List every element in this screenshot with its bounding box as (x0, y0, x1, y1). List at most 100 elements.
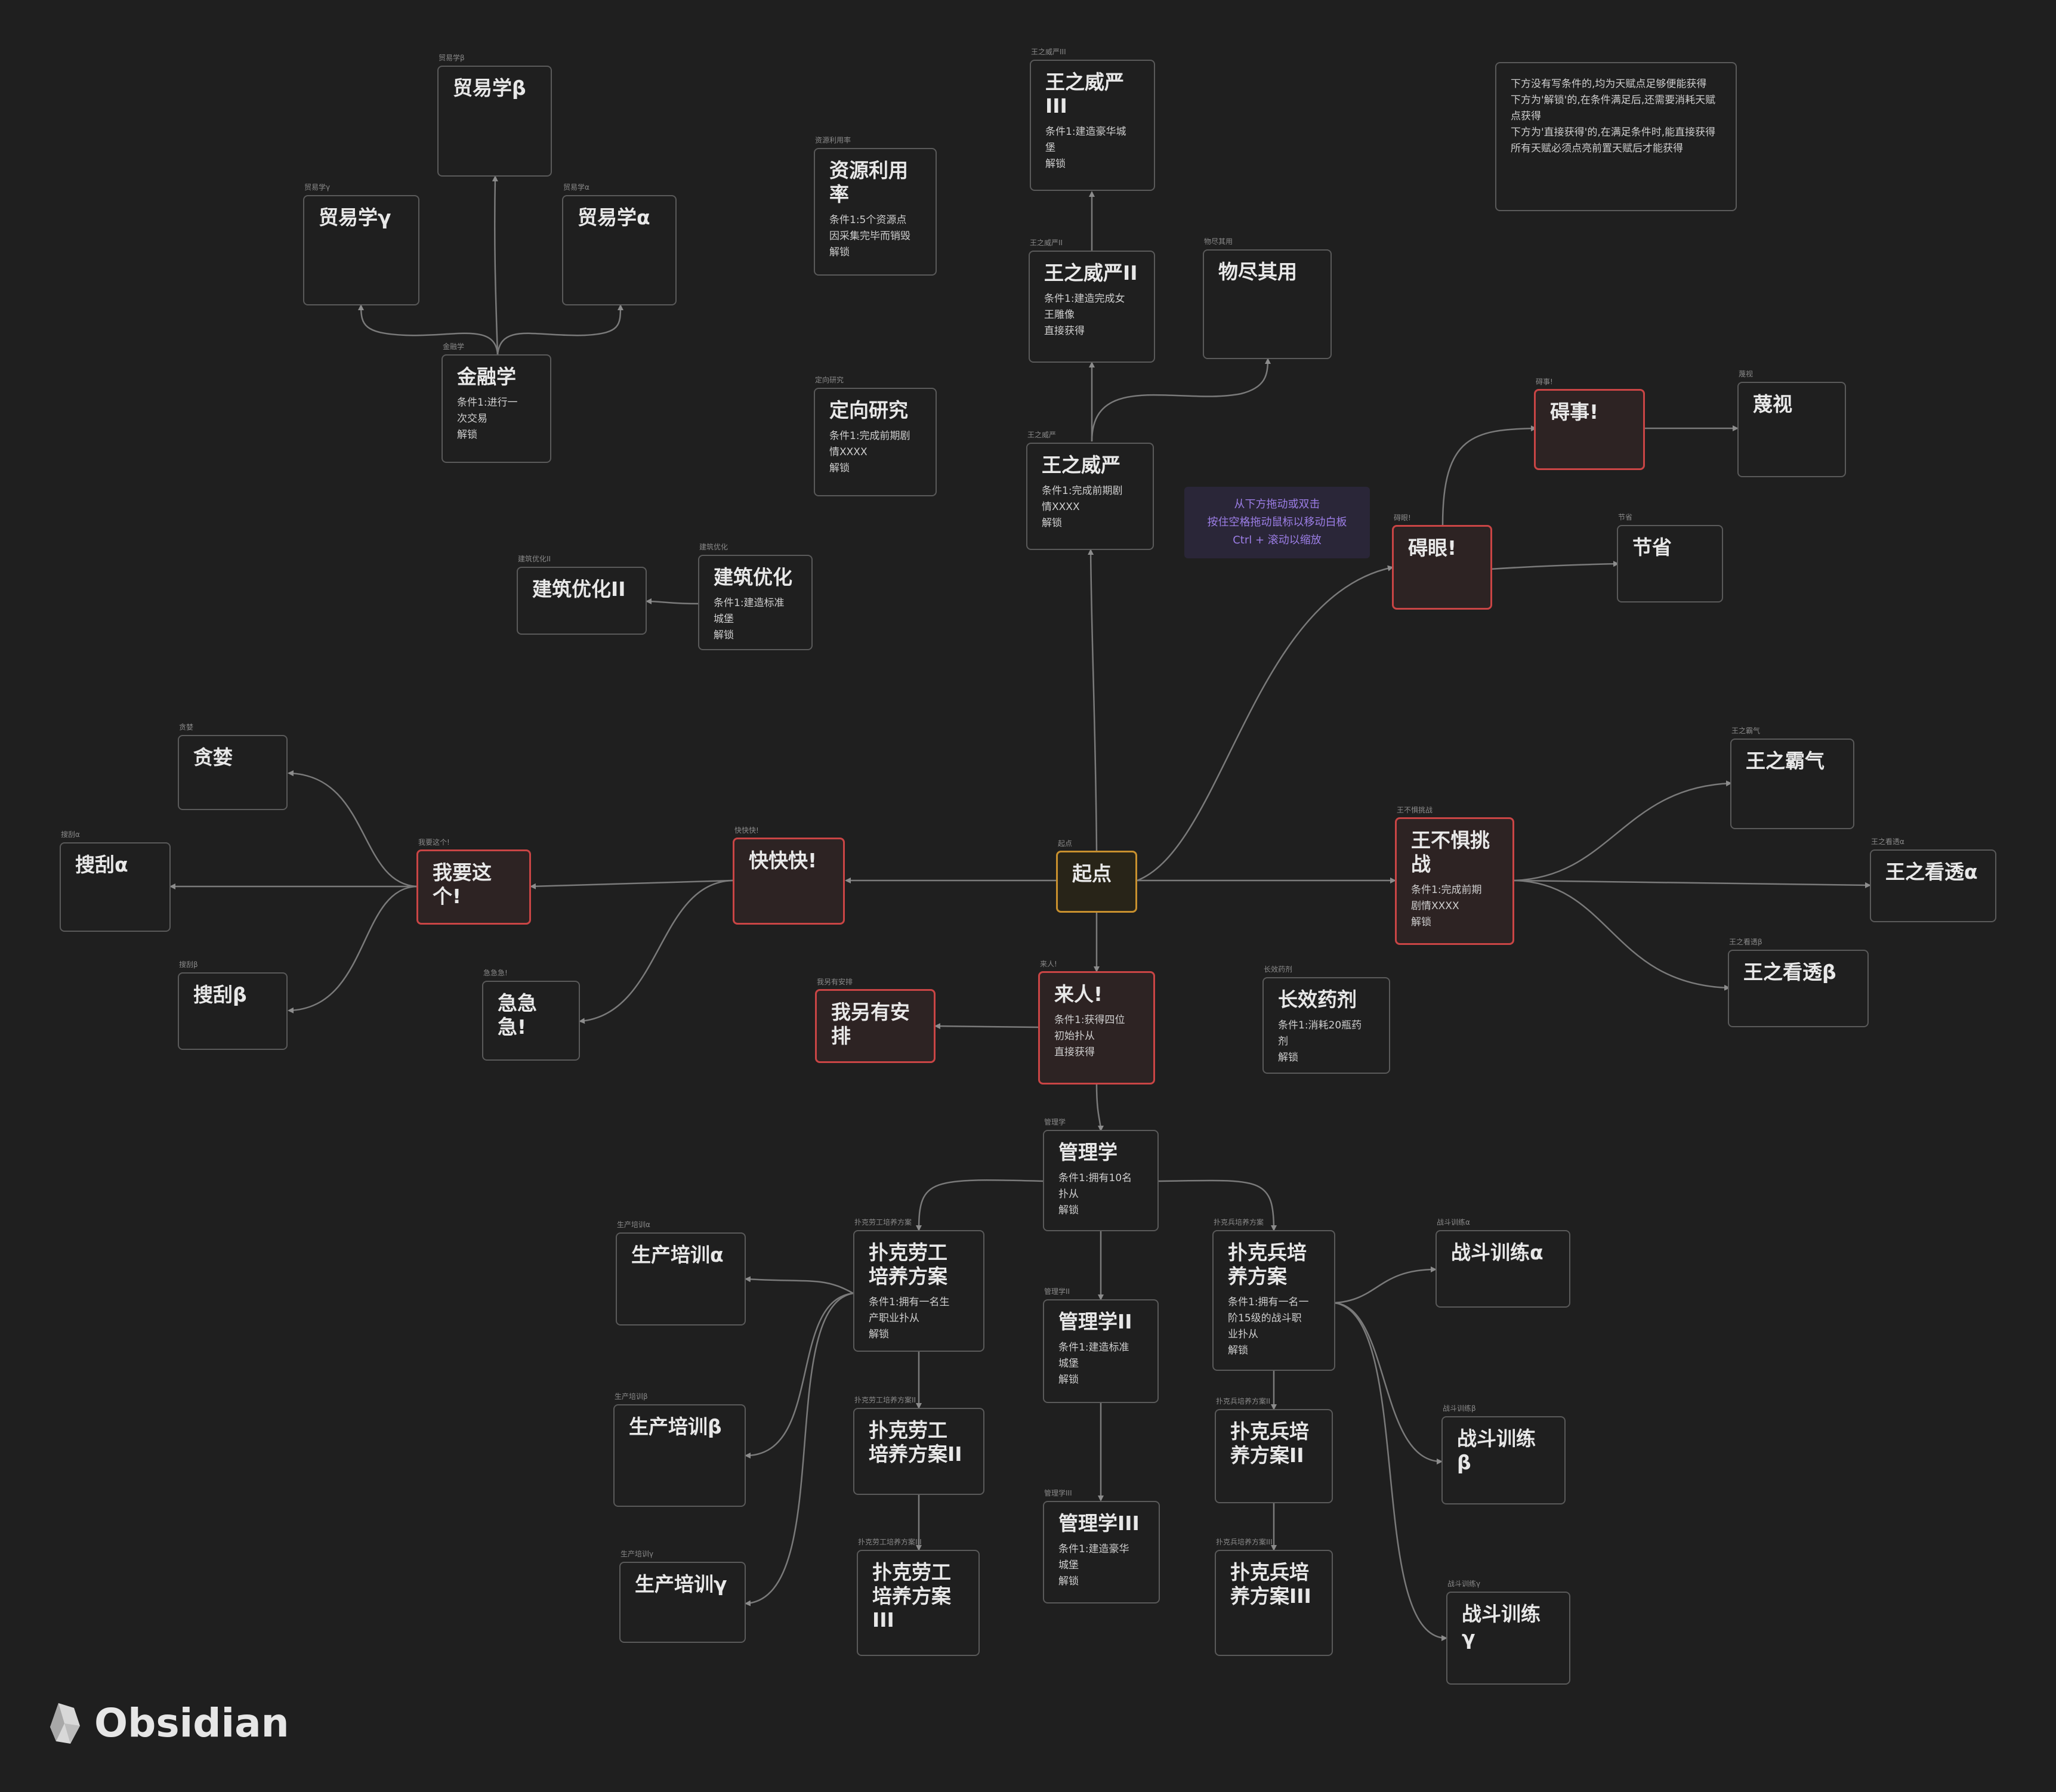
node-jiji[interactable]: 急急急! 急急 急! (482, 969, 580, 1061)
canvas-hint: 从下方拖动或双击 按住空格拖动鼠标以移动白板 Ctrl + 滚动以缩放 (1184, 487, 1370, 558)
edge (934, 1023, 1039, 1030)
node-title: 生产培训β (629, 1415, 722, 1438)
edge (1091, 358, 1271, 442)
node-title: 管理学II (1058, 1310, 1132, 1333)
edge (1441, 425, 1537, 526)
node-woyao[interactable]: 我要这个! 我要这 个! (416, 838, 531, 925)
edge (288, 770, 417, 888)
node-title: 我要这 个! (433, 861, 492, 908)
edge (1514, 780, 1732, 882)
edge (496, 304, 623, 355)
node-body: 条件1:拥有一名生 产职业扑从 解锁 (869, 1296, 950, 1340)
node-label: 王之看透α (1871, 838, 1904, 846)
node-build1[interactable]: 建筑优化 建筑优化 条件1:建造标准 城堡 解锁 (698, 543, 813, 650)
node-labor2[interactable]: 扑克劳工培养方案II 扑克劳工 培养方案II (853, 1396, 984, 1495)
node-king1[interactable]: 王之威严 王之威严 条件1:完成前期剧 情XXXX 解锁 (1026, 431, 1154, 550)
node-title: 战斗训练 β (1457, 1427, 1536, 1474)
node-fighta[interactable]: 战斗训练α 战斗训练α (1436, 1218, 1570, 1308)
edge (358, 304, 499, 355)
node-kanb[interactable]: 王之看透β 王之看透β (1728, 938, 1869, 1027)
node-jiesheng[interactable]: 节省 节省 (1617, 513, 1723, 603)
node-mgmt1[interactable]: 管理学 管理学 条件1:拥有10名 扑从 解锁 (1043, 1118, 1159, 1231)
node-title: 扑克劳工 培养方案 (869, 1241, 947, 1288)
brand-name: Obsidian (94, 1700, 289, 1746)
node-fightb[interactable]: 战斗训练β 战斗训练 β (1441, 1404, 1566, 1504)
node-prodb[interactable]: 生产培训β 生产培训β (613, 1392, 746, 1507)
instructions-note: 下方没有写条件的,均为天赋点足够便能获得 下方为'解锁'的,在条件满足后,还需要… (1495, 62, 1737, 211)
node-title: 扑克兵培 养方案 (1228, 1241, 1307, 1288)
node-king2[interactable]: 王之威严II 王之威严II 条件1:建造完成女 王雕像 直接获得 (1029, 239, 1155, 363)
node-mgmt3[interactable]: 管理学III 管理学III 条件1:建造豪华 城堡 解锁 (1043, 1489, 1160, 1603)
node-trade-beta[interactable]: 贸易学β 贸易学β (437, 54, 552, 177)
node-trade-alpha[interactable]: 贸易学α 贸易学α (562, 183, 677, 305)
node-lairen[interactable]: 来人! 来人! 条件1:获得四位 初始扑从 直接获得 (1038, 960, 1155, 1085)
node-label: 管理学 (1044, 1118, 1066, 1126)
node-kuai[interactable]: 快快快! 快快快! (733, 826, 845, 925)
node-label: 管理学II (1044, 1287, 1070, 1296)
node-mgmt2[interactable]: 管理学II 管理学II 条件1:建造标准 城堡 解锁 (1043, 1287, 1159, 1403)
node-wangbuju[interactable]: 王不惧挑战 王不惧挑 战 条件1:完成前期 剧情XXXX 解锁 (1395, 806, 1514, 945)
edge (745, 1276, 854, 1294)
edge (1158, 1179, 1277, 1231)
node-wujin[interactable]: 物尽其用 物尽其用 (1203, 237, 1332, 359)
node-label: 我另有安排 (817, 978, 853, 986)
node-label: 生产培训α (617, 1221, 650, 1229)
node-label: 贸易学β (439, 54, 465, 62)
node-fightg[interactable]: 战斗训练γ 战斗训练 γ (1446, 1580, 1570, 1685)
node-label: 战斗训练α (1437, 1218, 1470, 1226)
node-label: 定向研究 (815, 376, 844, 384)
node-title: 扑克劳工 培养方案 III (872, 1561, 951, 1632)
node-title: 生产培训γ (635, 1572, 727, 1596)
node-label: 王之威严III (1031, 48, 1066, 56)
node-soldier1[interactable]: 扑克兵培养方案 扑克兵培 养方案 条件1:拥有一名一 阶15级的战斗职 业扑从 … (1212, 1218, 1335, 1371)
node-title: 王之看透β (1743, 960, 1836, 984)
node-souguab[interactable]: 搜刮β 搜刮β (178, 960, 288, 1050)
node-label: 快快快! (734, 826, 759, 835)
node-aiyan[interactable]: 碍眼! 碍眼! (1392, 514, 1492, 610)
node-finance[interactable]: 金融学 金融学 条件1:进行一 次交易 解锁 (442, 342, 551, 463)
node-kana[interactable]: 王之看透α 王之看透α (1870, 838, 1996, 922)
node-soldier3[interactable]: 扑克兵培养方案III 扑克兵培 养方案III (1215, 1538, 1333, 1656)
node-mieshi[interactable]: 蔑视 蔑视 (1737, 370, 1846, 477)
node-label: 扑克劳工培养方案 (854, 1218, 912, 1226)
edge (1333, 1302, 1443, 1465)
edge (745, 1292, 854, 1606)
node-label: 搜刮α (61, 830, 80, 839)
node-label: 碍眼! (1394, 514, 1411, 522)
edge (1514, 879, 1871, 888)
node-title: 节省 (1632, 536, 1672, 559)
node-title: 起点 (1072, 862, 1112, 885)
node-resource[interactable]: 资源利用率 资源利用 率 条件1:5个资源点 因采集完毕而销毁 解锁 (814, 136, 937, 276)
node-title: 建筑优化II (532, 577, 626, 601)
node-king3[interactable]: 王之威严III 王之威严 III 条件1:建造豪华城 堡 解锁 (1030, 48, 1155, 191)
node-prodg[interactable]: 生产培训γ 生产培训γ (619, 1550, 746, 1643)
node-wolingyou[interactable]: 我另有安排 我另有安 排 (815, 978, 936, 1063)
node-proda[interactable]: 生产培训α 生产培训α (616, 1221, 746, 1326)
node-wangba[interactable]: 王之霸气 王之霸气 (1730, 727, 1854, 829)
node-title: 长效药剂 (1278, 988, 1357, 1011)
node-souguaa[interactable]: 搜刮α 搜刮α (60, 830, 171, 932)
node-label: 王之威严II (1030, 239, 1063, 247)
node-tanlou[interactable]: 贪婪 贪婪 (178, 723, 288, 810)
node-label: 建筑优化II (518, 555, 551, 563)
node-title: 管理学III (1058, 1512, 1140, 1535)
node-labor1[interactable]: 扑克劳工培养方案 扑克劳工 培养方案 条件1:拥有一名生 产职业扑从 解锁 (853, 1218, 984, 1352)
node-soldier2[interactable]: 扑克兵培养方案II 扑克兵培 养方案II (1215, 1397, 1333, 1503)
node-changxiao[interactable]: 长效药剂 长效药剂 条件1:消耗20瓶药 剂 解锁 (1262, 965, 1390, 1074)
node-build2[interactable]: 建筑优化II 建筑优化II (517, 555, 647, 635)
node-body: 条件1:完成前期剧 情XXXX 解锁 (829, 430, 910, 474)
node-label: 战斗训练β (1443, 1404, 1476, 1413)
node-body: 条件1:进行一 次交易 解锁 (457, 397, 518, 441)
node-title: 王之威严II (1044, 261, 1138, 285)
node-labor3[interactable]: 扑克劳工培养方案III 扑克劳工 培养方案 III (857, 1538, 980, 1656)
node-trade-gamma[interactable]: 贸易学γ 贸易学γ (303, 183, 419, 305)
node-title: 金融学 (457, 365, 516, 388)
node-label: 蔑视 (1739, 370, 1754, 378)
node-start[interactable]: 起点 起点 (1056, 839, 1137, 913)
node-label: 贸易学γ (304, 183, 331, 191)
node-aishi[interactable]: 碍事! 碍事! (1534, 378, 1645, 470)
node-label: 资源利用率 (815, 136, 851, 144)
node-directed[interactable]: 定向研究 定向研究 条件1:完成前期剧 情XXXX 解锁 (814, 376, 937, 496)
node-title: 王不惧挑 战 (1411, 829, 1490, 876)
